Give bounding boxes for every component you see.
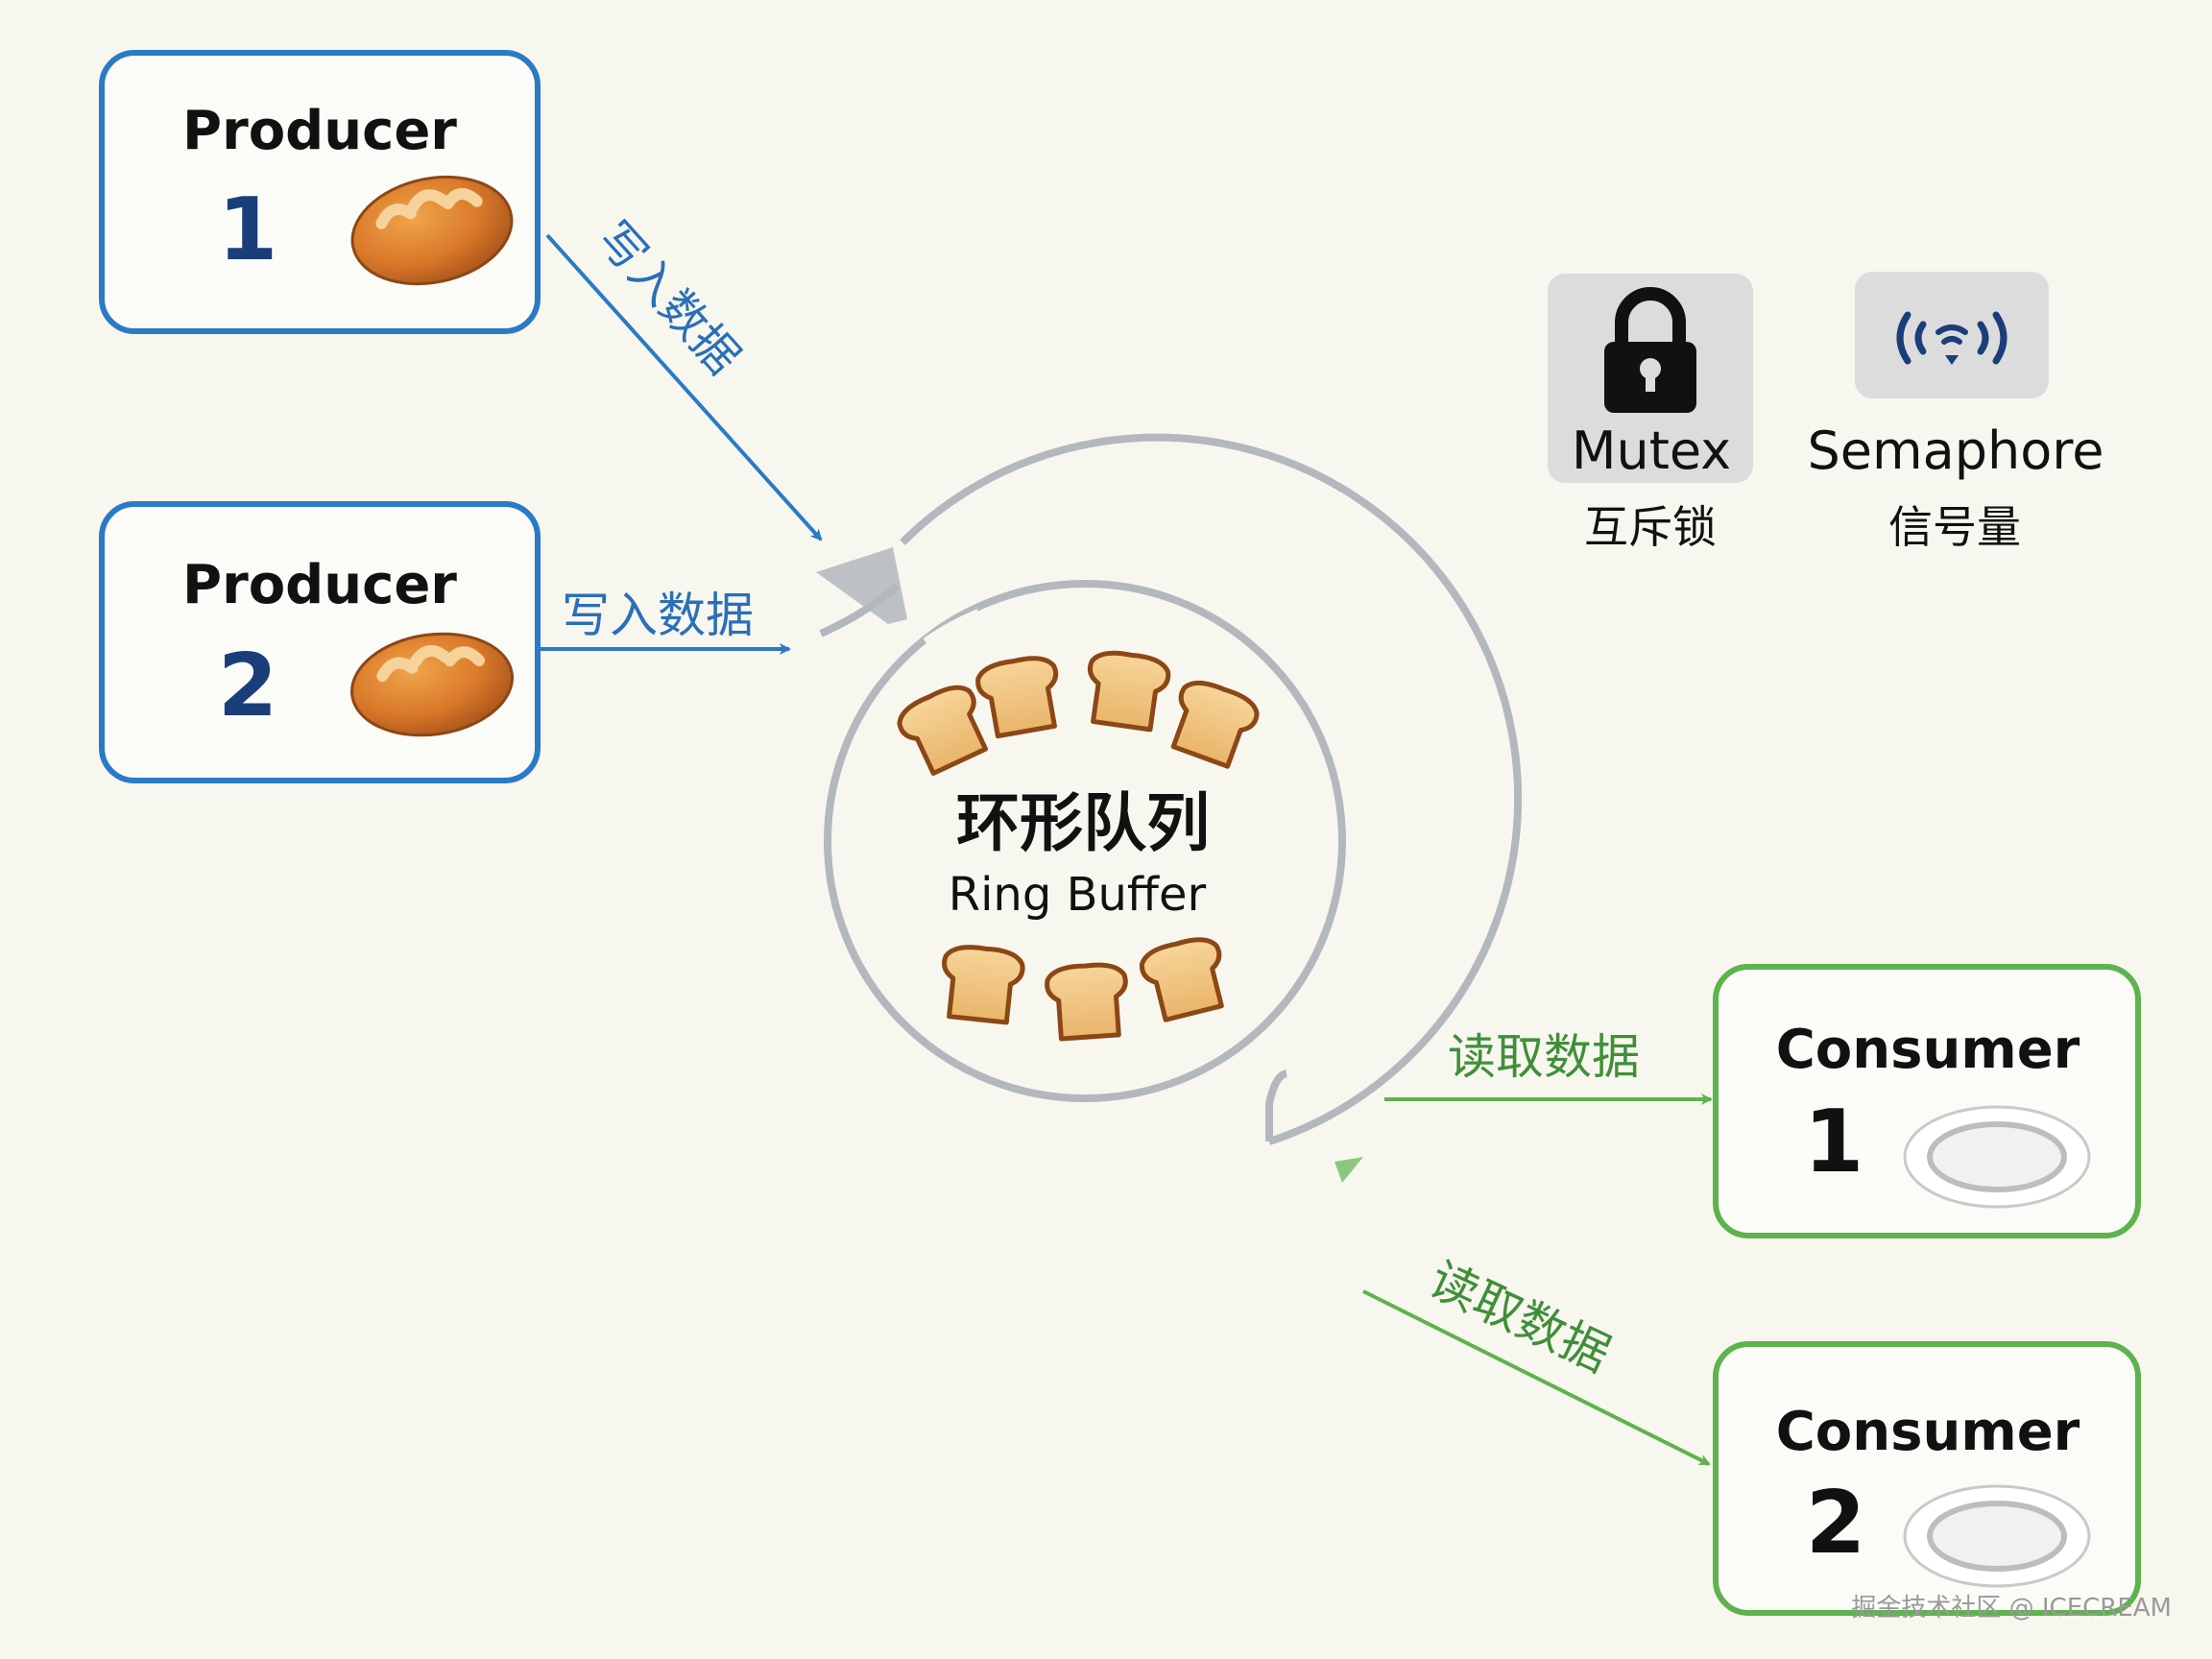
consumer-2-arrow-label: 读取数据 bbox=[1421, 1251, 1619, 1382]
ring-title-cn: 环形队列 bbox=[956, 786, 1210, 860]
consumer-2-label: Consumer bbox=[1776, 1401, 2080, 1463]
mutex-label-en: Mutex bbox=[1572, 421, 1731, 481]
producer-2-label: Producer bbox=[182, 554, 457, 616]
bread-icon bbox=[350, 175, 514, 286]
toast-slice-icon bbox=[1045, 962, 1128, 1042]
producer-1-label: Producer bbox=[182, 100, 457, 162]
consumer-1-arrow: 读取数据 bbox=[1384, 1029, 1713, 1105]
toast-slice-icon bbox=[975, 656, 1059, 739]
consumer-2-arrow: 读取数据 bbox=[1334, 1157, 1711, 1466]
consumer-1-arrow-label: 读取数据 bbox=[1448, 1029, 1640, 1085]
producer-1-arrow-label: 写入数据 bbox=[587, 212, 750, 385]
consumer-box-1: Consumer 1 bbox=[1713, 964, 2141, 1238]
toast-slice-icon bbox=[1170, 680, 1260, 769]
producer-2-arrow-label: 写入数据 bbox=[562, 588, 754, 643]
toast-slice-icon bbox=[1139, 937, 1224, 1022]
legend-mutex: Mutex 互斥锁 bbox=[1548, 274, 1753, 553]
producer-2-number: 2 bbox=[218, 636, 278, 736]
signal-icon bbox=[1896, 311, 2008, 365]
consumer-1-label: Consumer bbox=[1776, 1019, 2080, 1081]
producer-1-number: 1 bbox=[218, 180, 278, 280]
consumer-box-2: Consumer 2 bbox=[1713, 1341, 2141, 1616]
ring-inner-circle bbox=[824, 580, 1346, 1102]
semaphore-label-en: Semaphore bbox=[1808, 421, 2104, 481]
plate-icon bbox=[1903, 1105, 2091, 1209]
ring-buffer: 环形队列 Ring Buffer bbox=[816, 433, 1523, 1145]
producer-1-arrow: 写入数据 bbox=[545, 212, 823, 541]
toast-slice-icon bbox=[942, 945, 1025, 1025]
bread-icon bbox=[350, 632, 514, 737]
mutex-label-cn: 互斥锁 bbox=[1584, 501, 1717, 553]
ring-title-en: Ring Buffer bbox=[949, 868, 1207, 922]
watermark: 掘金技术社区 @ ICECREAM bbox=[1851, 1594, 2172, 1623]
toast-slice-icon bbox=[1087, 650, 1171, 733]
producer-box-2: Producer 2 bbox=[99, 501, 541, 783]
plate-icon bbox=[1903, 1484, 2091, 1588]
lock-icon bbox=[1604, 287, 1696, 413]
producer-box-1: Producer 1 bbox=[99, 50, 541, 334]
ring-outer-arc bbox=[900, 433, 1523, 1145]
legend-semaphore: Semaphore 信号量 bbox=[1808, 272, 2104, 553]
toast-slice-icon bbox=[897, 685, 989, 776]
consumer-1-number: 1 bbox=[1804, 1092, 1864, 1192]
consumer-2-number: 2 bbox=[1806, 1473, 1866, 1574]
producer-2-arrow: 写入数据 bbox=[540, 588, 791, 655]
semaphore-label-cn: 信号量 bbox=[1888, 501, 2021, 553]
